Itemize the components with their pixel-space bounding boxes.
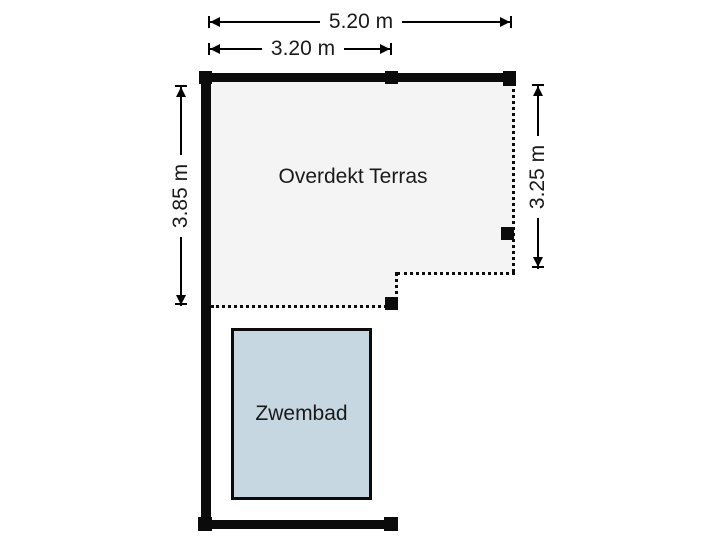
dimension-tick-end	[390, 43, 392, 55]
dimension-tick-start	[532, 84, 544, 86]
post-top-left	[199, 71, 212, 84]
terrace-area	[211, 82, 515, 272]
dimension-label-right-height: 3.25 m	[525, 136, 551, 218]
terrace-label: Overdekt Terras	[278, 165, 428, 188]
pool-label: Zwembad	[255, 402, 348, 425]
terrace-area-lower	[211, 272, 398, 308]
dimension-arrow-start	[176, 87, 186, 97]
post-inner-corner	[385, 297, 398, 310]
dimension-arrow-start	[533, 86, 543, 96]
post-top-middle	[385, 71, 398, 84]
pool-area: Zwembad	[231, 328, 372, 500]
dimension-tick-start	[175, 85, 187, 87]
dimension-label-total-width: 5.20 m	[320, 9, 402, 35]
post-top-right	[503, 71, 516, 86]
dimension-tick-end	[510, 16, 512, 28]
terrace-label-wrap: Overdekt Terras	[211, 82, 515, 272]
dimension-arrow-end	[176, 295, 186, 305]
terrace-notch-border	[397, 272, 515, 275]
dimension-label-terrace-width: 3.20 m	[262, 36, 344, 62]
post-bottom-right	[384, 517, 398, 531]
dimension-tick-start	[208, 16, 210, 28]
dimension-tick-end	[532, 266, 544, 268]
dimension-arrow-start	[210, 17, 220, 27]
post-bottom-left	[198, 517, 212, 531]
dimension-arrow-start	[210, 44, 220, 54]
dimension-arrow-end	[500, 17, 510, 27]
dimension-label-left-height: 3.85 m	[168, 155, 194, 237]
dimension-arrow-end	[533, 257, 543, 267]
post-right-middle	[501, 227, 514, 240]
wall-left	[201, 73, 211, 530]
dimension-tick-start	[208, 43, 210, 55]
wall-top	[200, 73, 515, 82]
wall-bottom	[201, 520, 397, 529]
dimension-arrow-end	[380, 44, 390, 54]
